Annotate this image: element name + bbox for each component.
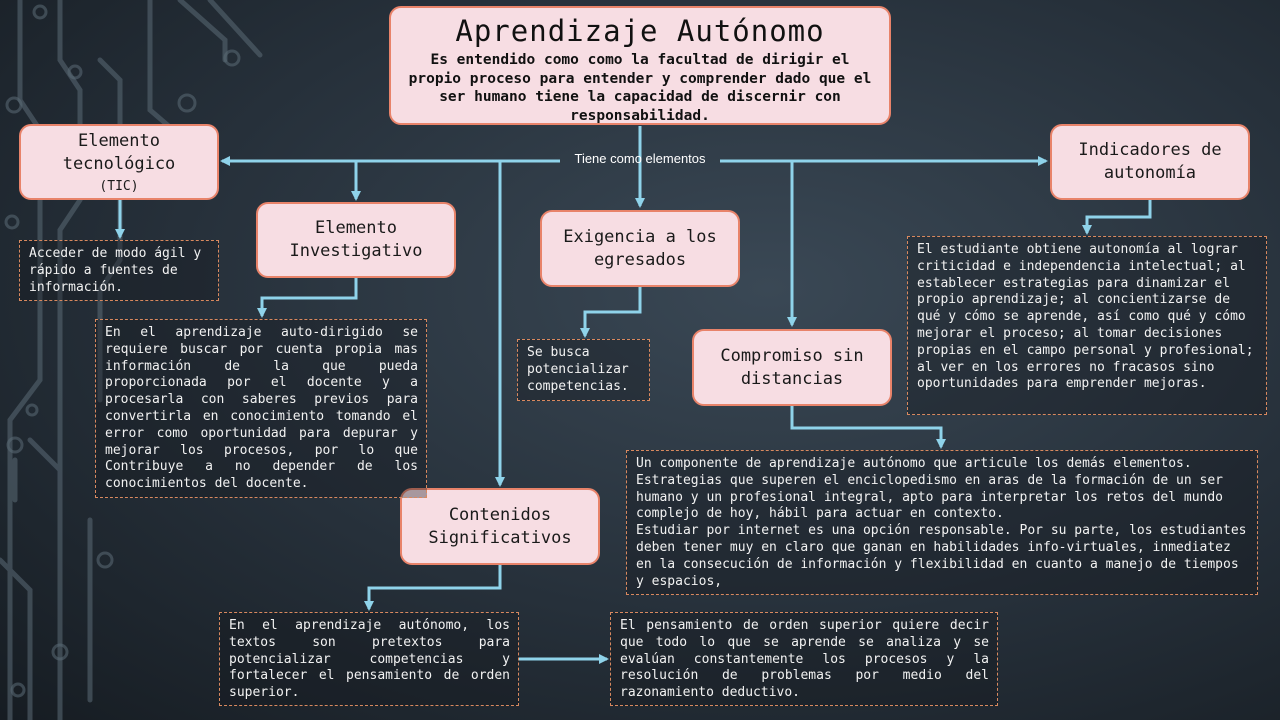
node-label: Elemento Investigativo bbox=[289, 218, 423, 261]
connector-investigativo-note bbox=[257, 278, 358, 318]
map-title: Aprendizaje Autónomo bbox=[455, 14, 825, 48]
map-description: Es entendido como como la facultad de di… bbox=[408, 52, 872, 124]
node-label: Compromiso sin distancias bbox=[720, 345, 864, 389]
note-compromiso-line-1: Un componente de aprendizaje autónomo qu… bbox=[636, 456, 1192, 471]
node-elemento-investigativo: Elemento Investigativo bbox=[256, 202, 456, 278]
connector-exigencia-note bbox=[580, 287, 642, 338]
note-investigativo: En el aprendizaje auto-dirigido se requi… bbox=[95, 319, 427, 498]
edge-label: Tiene como elementos bbox=[574, 151, 706, 166]
note-pensamiento-orden-superior: El pensamiento de orden superior quiere … bbox=[610, 612, 998, 706]
note-compromiso-line-2: Estrategias que superen el enciclopedism… bbox=[636, 472, 1223, 522]
note-indicadores: El estudiante obtiene autonomía al logra… bbox=[907, 236, 1267, 415]
note-exigencia: Se busca potencializar competencias. bbox=[517, 339, 650, 401]
node-label: Exigencia a los egresados bbox=[563, 226, 717, 270]
node-label: Indicadores de autonomía bbox=[1078, 140, 1222, 183]
node-sublabel: (TIC) bbox=[99, 178, 139, 194]
node-indicadores-autonomia: Indicadores de autonomía bbox=[1050, 124, 1250, 200]
note-compromiso: Un componente de aprendizaje autónomo qu… bbox=[626, 450, 1258, 595]
note-compromiso-line-3: Estudiar por internet es una opción resp… bbox=[636, 523, 1247, 589]
connector-indicadores-note bbox=[1082, 200, 1152, 235]
node-exigencia-egresados: Exigencia a los egresados bbox=[540, 210, 740, 287]
node-contenidos-significativos: Contenidos Significativos bbox=[400, 488, 600, 565]
connector-compromiso-note bbox=[790, 406, 946, 449]
connector-contenidos-note bbox=[364, 565, 502, 611]
node-label: Contenidos Significativos bbox=[428, 504, 572, 548]
node-label: Elemento tecnológico bbox=[62, 130, 176, 174]
node-compromiso-sin-distancias: Compromiso sin distancias bbox=[692, 329, 892, 406]
title-node: Aprendizaje Autónomo Es entendido como c… bbox=[389, 6, 891, 125]
node-elemento-tecnologico: Elemento tecnológico (TIC) bbox=[19, 124, 219, 200]
note-tecnologico: Acceder de modo ágil y rápido a fuentes … bbox=[19, 240, 219, 301]
note-contenidos: En el aprendizaje autónomo, los textos s… bbox=[219, 612, 519, 706]
